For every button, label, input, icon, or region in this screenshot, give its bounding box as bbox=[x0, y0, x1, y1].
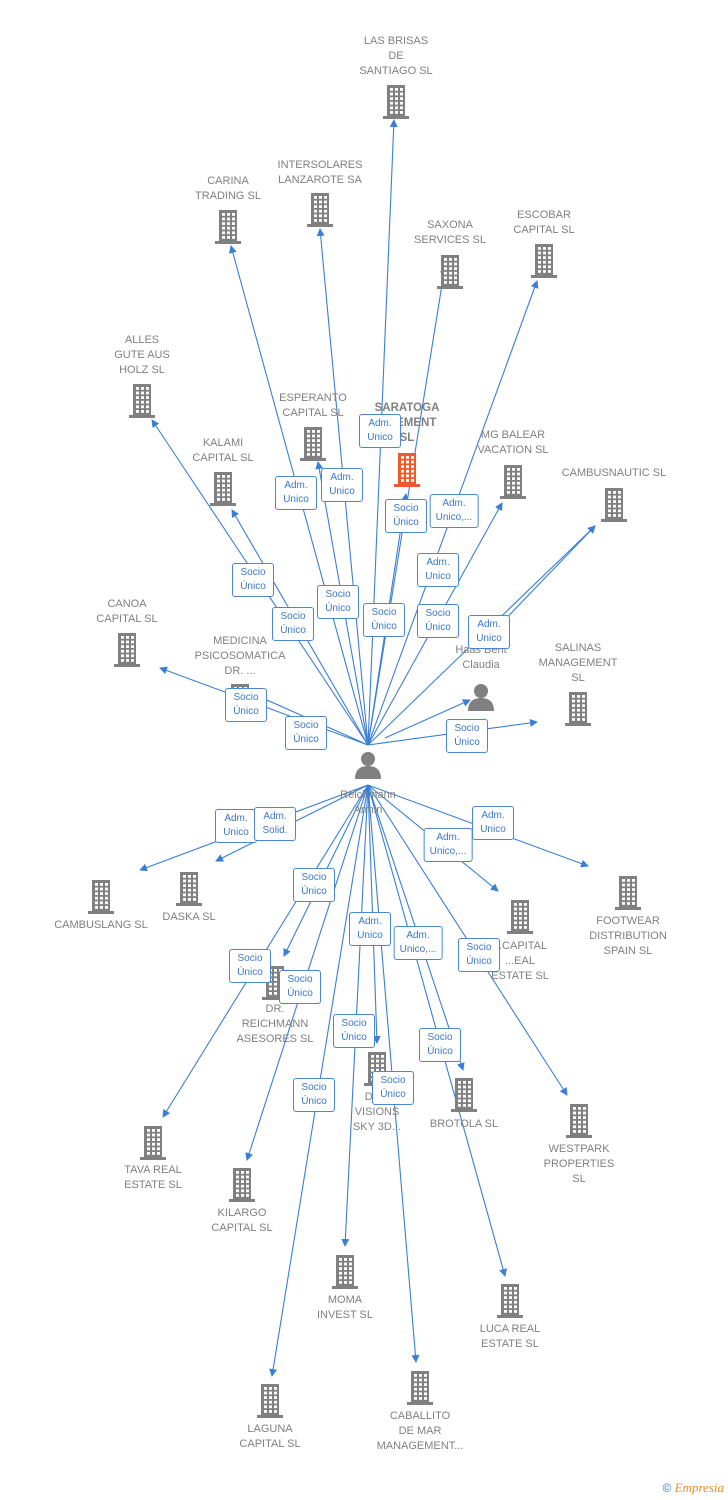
company-label-saxona[interactable]: SAXONA SERVICES SL bbox=[414, 219, 486, 246]
building-icon[interactable] bbox=[449, 1078, 479, 1112]
relation-badge[interactable]: Socio Único bbox=[385, 499, 427, 533]
building-icon[interactable] bbox=[330, 1255, 360, 1289]
relation-badge[interactable]: Socio Único bbox=[293, 868, 335, 902]
company-label-capital-real[interactable]: ...CAPITAL ...EAL ESTATE SL bbox=[491, 940, 549, 982]
building-icon[interactable] bbox=[563, 692, 593, 726]
building-icon[interactable] bbox=[405, 1371, 435, 1405]
company-label-footwear[interactable]: FOOTWEAR DISTRIBUTION SPAIN SL bbox=[589, 915, 667, 957]
relation-badge[interactable]: Socio Único bbox=[458, 938, 500, 972]
relation-badge[interactable]: Adm. Unico,... bbox=[393, 926, 443, 960]
relation-badge[interactable]: Adm. Unico bbox=[215, 809, 257, 843]
building-icon[interactable] bbox=[208, 472, 238, 506]
building-icon[interactable] bbox=[498, 465, 528, 499]
company-label-carina[interactable]: CARINA TRADING SL bbox=[194, 175, 261, 202]
center-person-label[interactable]: Reichmann Armin bbox=[340, 789, 396, 816]
relation-badge[interactable]: Adm. Unico bbox=[321, 468, 363, 502]
relation-badge[interactable]: Adm. Unico,... bbox=[423, 828, 473, 862]
relation-badge[interactable]: Socio Único bbox=[232, 563, 274, 597]
building-icon[interactable] bbox=[255, 1384, 285, 1418]
company-label-caballito[interactable]: CABALLITO DE MAR MANAGEMENT... bbox=[376, 1410, 464, 1452]
building-icon[interactable] bbox=[112, 633, 142, 667]
relation-badge[interactable]: Socio Único bbox=[225, 688, 267, 722]
relation-badge[interactable]: Socio Único bbox=[419, 1028, 461, 1062]
company-label-westpark[interactable]: WESTPARK PROPERTIES SL bbox=[543, 1143, 615, 1185]
building-icon[interactable] bbox=[305, 193, 335, 227]
brand-logo: Empresia bbox=[674, 1480, 724, 1495]
company-label-mg-balear[interactable]: MG BALEAR VACATION SL bbox=[477, 429, 549, 456]
relation-badge[interactable]: Socio Único bbox=[272, 607, 314, 641]
relation-badge[interactable]: Socio Único bbox=[372, 1071, 414, 1105]
company-label-brotola[interactable]: BROTOLA SL bbox=[429, 1118, 499, 1130]
relation-badge[interactable]: Socio Único bbox=[285, 716, 327, 750]
relation-badge[interactable]: Socio Único bbox=[333, 1014, 375, 1048]
building-icon[interactable] bbox=[381, 85, 411, 119]
building-icon[interactable] bbox=[613, 876, 643, 910]
building-icon[interactable] bbox=[174, 872, 204, 906]
relation-badge[interactable]: Adm. Unico bbox=[349, 912, 391, 946]
building-icon[interactable] bbox=[505, 900, 535, 934]
building-icon[interactable] bbox=[298, 427, 328, 461]
relation-badge[interactable]: Adm. Solid. bbox=[254, 807, 296, 841]
company-label-moma[interactable]: MOMA INVEST SL bbox=[316, 1294, 374, 1321]
company-label-esperanto[interactable]: ESPERANTO CAPITAL SL bbox=[279, 392, 347, 419]
company-label-medicina[interactable]: MEDICINA PSICOSOMATICA DR. ... bbox=[194, 635, 286, 677]
relation-badge[interactable]: Socio Único bbox=[293, 1078, 335, 1112]
relation-badge[interactable]: Adm. Unico,... bbox=[429, 494, 479, 528]
person-icon[interactable] bbox=[466, 682, 496, 712]
building-icon[interactable] bbox=[392, 453, 422, 487]
building-icon[interactable] bbox=[564, 1104, 594, 1138]
company-label-las-brisas[interactable]: LAS BRISAS DE SANTIAGO SL bbox=[359, 35, 433, 77]
relation-badge[interactable]: Adm. Unico bbox=[468, 615, 510, 649]
company-label-intersolares[interactable]: INTERSOLARES LANZAROTE SA bbox=[277, 159, 363, 186]
building-icon[interactable] bbox=[227, 1168, 257, 1202]
company-label-alles-gute[interactable]: ALLES GUTE AUS HOLZ SL bbox=[114, 334, 170, 376]
relation-badge[interactable]: Adm. Unico bbox=[472, 806, 514, 840]
building-icon[interactable] bbox=[435, 255, 465, 289]
relation-badge[interactable]: Socio Único bbox=[363, 603, 405, 637]
relation-badge[interactable]: Socio Único bbox=[446, 719, 488, 753]
center-person-icon[interactable] bbox=[353, 750, 383, 780]
footer-brand: © Empresia bbox=[662, 1480, 724, 1496]
company-label-cambuslang[interactable]: CAMBUSLANG SL bbox=[54, 919, 148, 931]
relation-badge[interactable]: Socio Único bbox=[279, 970, 321, 1004]
company-label-luca[interactable]: LUCA REAL ESTATE SL bbox=[479, 1323, 541, 1350]
relation-badge[interactable]: Socio Único bbox=[417, 604, 459, 638]
relation-badge[interactable]: Socio Único bbox=[317, 585, 359, 619]
company-label-dr-reichmann[interactable]: DR. REICHMANN ASESORES SL bbox=[236, 1003, 314, 1045]
building-icon[interactable] bbox=[127, 384, 157, 418]
company-label-tava[interactable]: TAVA REAL ESTATE SL bbox=[124, 1164, 182, 1191]
building-icon[interactable] bbox=[138, 1126, 168, 1160]
company-label-cambusnautic[interactable]: CAMBUSNAUTIC SL bbox=[561, 467, 667, 479]
building-icon[interactable] bbox=[86, 880, 116, 914]
company-label-escobar[interactable]: ESCOBAR CAPITAL SL bbox=[513, 209, 575, 236]
relation-badge[interactable]: Adm. Unico bbox=[275, 476, 317, 510]
relation-badge[interactable]: Adm. Unico bbox=[417, 553, 459, 587]
company-label-daska[interactable]: DASKA SL bbox=[162, 911, 216, 923]
copyright-symbol: © bbox=[662, 1481, 672, 1495]
company-label-kalami[interactable]: KALAMI CAPITAL SL bbox=[192, 437, 254, 464]
building-icon[interactable] bbox=[529, 244, 559, 278]
building-icon[interactable] bbox=[495, 1284, 525, 1318]
edge-haas bbox=[384, 699, 471, 739]
building-icon[interactable] bbox=[213, 210, 243, 244]
company-label-laguna[interactable]: LAGUNA CAPITAL SL bbox=[239, 1423, 301, 1450]
building-icon[interactable] bbox=[599, 488, 629, 522]
company-label-salinas[interactable]: SALINAS MANAGEMENT SL bbox=[538, 642, 618, 684]
company-label-canoa[interactable]: CANOA CAPITAL SL bbox=[96, 598, 158, 625]
relation-badge[interactable]: Adm. Unico bbox=[359, 414, 401, 448]
company-label-kilargo[interactable]: KILARGO CAPITAL SL bbox=[211, 1207, 273, 1234]
relation-badge[interactable]: Socio Único bbox=[229, 949, 271, 983]
edge-haas-cambusnautic bbox=[494, 525, 596, 631]
